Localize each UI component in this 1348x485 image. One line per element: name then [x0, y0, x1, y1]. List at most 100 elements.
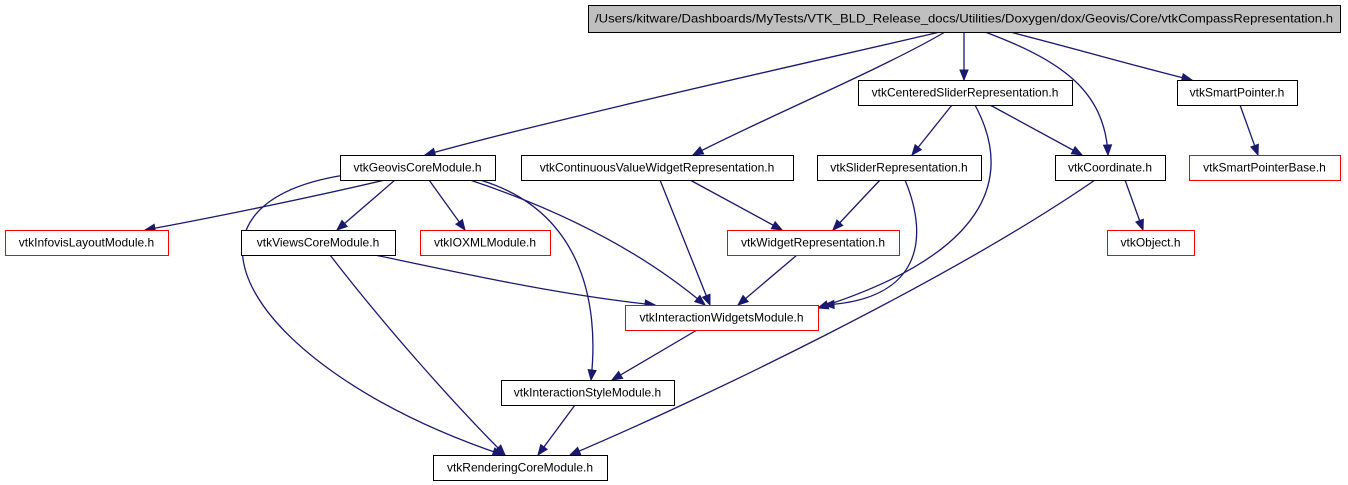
- arrowhead: [335, 219, 349, 231]
- node-label: vtkObject.h: [1120, 236, 1180, 250]
- node-sliderrep[interactable]: vtkSliderRepresentation.h: [817, 155, 982, 181]
- node-centered[interactable]: vtkCenteredSliderRepresentation.h: [858, 80, 1073, 106]
- node-box: [1107, 230, 1195, 256]
- arrowhead: [610, 370, 624, 381]
- edge-coordinate-to-renderingcore: [568, 179, 1096, 456]
- arrowhead: [1249, 143, 1259, 157]
- arrowhead: [911, 143, 923, 157]
- edge-geoviscore-to-interwidgets: [469, 179, 707, 306]
- arrowhead: [568, 446, 582, 456]
- node-label: vtkViewsCoreModule.h: [257, 236, 380, 250]
- node-label: vtkInfovisLayoutModule.h: [19, 236, 154, 250]
- edge-centered-to-interwidgets: [816, 104, 992, 310]
- node-box: [5, 230, 169, 256]
- edge-line: [242, 174, 504, 456]
- edge-interwidgets-to-interstyle: [610, 329, 698, 381]
- edge-viewscore-to-renderingcore: [329, 254, 506, 456]
- edge-line: [144, 179, 386, 231]
- node-interwidgets[interactable]: vtkInteractionWidgetsModule.h: [625, 305, 819, 331]
- node-box: [1055, 155, 1166, 181]
- node-box: [501, 380, 675, 406]
- edge-line: [911, 104, 953, 156]
- edge-line: [984, 31, 1109, 156]
- node-interstyle[interactable]: vtkInteractionStyleModule.h: [501, 380, 675, 406]
- edge-line: [479, 179, 594, 381]
- edge-line: [692, 31, 946, 156]
- node-ioxml[interactable]: vtkIOXMLModule.h: [420, 230, 551, 256]
- node-box: [858, 80, 1073, 106]
- edge-root-to-coordinate: [984, 31, 1113, 157]
- node-root[interactable]: /Users/kitware/Dashboards/MyTests/VTK_BL…: [588, 5, 1341, 33]
- node-widgetrep[interactable]: vtkWidgetRepresentation.h: [727, 230, 900, 256]
- node-label: vtkGeovisCoreModule.h: [353, 161, 481, 175]
- arrowhead: [701, 293, 711, 307]
- node-label: vtkSmartPointer.h: [1190, 86, 1285, 100]
- arrowhead: [959, 69, 969, 82]
- node-geoviscore[interactable]: vtkGeovisCoreModule.h: [340, 155, 496, 181]
- node-coordinate[interactable]: vtkCoordinate.h: [1055, 155, 1166, 181]
- node-label: vtkInteractionWidgetsModule.h: [639, 311, 803, 325]
- node-box: [1189, 155, 1341, 181]
- node-label: vtkCoordinate.h: [1068, 161, 1152, 175]
- edge-line: [737, 254, 798, 306]
- node-label: vtkCenteredSliderRepresentation.h: [872, 86, 1059, 100]
- node-label: vtkWidgetRepresentation.h: [741, 236, 885, 250]
- arrowhead: [1134, 218, 1144, 232]
- node-infovislayout[interactable]: vtkInfovisLayoutModule.h: [5, 230, 169, 256]
- arrowhead: [1102, 144, 1113, 157]
- edge-line: [689, 179, 783, 231]
- arrowhead: [587, 369, 597, 382]
- edge-root-to-smartptr: [1009, 31, 1194, 83]
- edge-sliderrep-to-widgetrep: [832, 179, 881, 231]
- node-box: [588, 5, 1341, 33]
- edge-line: [424, 31, 941, 156]
- node-contvalue[interactable]: vtkContinuousValueWidgetRepresentation.h: [521, 155, 794, 181]
- node-box: [625, 305, 819, 331]
- edge-line: [611, 329, 698, 381]
- node-smartptr[interactable]: vtkSmartPointer.h: [1177, 80, 1298, 106]
- edge-sliderrep-to-interwidgets: [822, 179, 918, 310]
- edge-geoviscore-to-interstyle: [479, 179, 597, 382]
- edge-contvalue-to-widgetrep: [689, 179, 784, 231]
- arrowhead: [736, 294, 750, 306]
- node-label: vtkContinuousValueWidgetRepresentation.h: [540, 161, 775, 175]
- node-label: vtkRenderingCoreModule.h: [447, 461, 593, 475]
- arrowhead: [832, 219, 844, 231]
- edge-geoviscore-to-ioxml: [428, 179, 466, 232]
- node-label: vtkSmartPointerBase.h: [1203, 161, 1326, 175]
- edge-centered-to-coordinate: [989, 104, 1084, 156]
- edge-root-to-contvalue: [691, 31, 946, 156]
- edge-line: [989, 104, 1083, 156]
- edge-line: [329, 254, 506, 456]
- edge-interstyle-to-renderingcore: [537, 404, 576, 457]
- node-box: [817, 155, 982, 181]
- edge-line: [817, 104, 992, 309]
- node-smartptrbase[interactable]: vtkSmartPointerBase.h: [1189, 155, 1341, 181]
- node-box: [727, 230, 900, 256]
- node-box: [521, 155, 794, 181]
- edge-viewscore-to-interwidgets: [374, 254, 657, 309]
- edge-widgetrep-to-interwidgets: [736, 254, 798, 306]
- edge-contvalue-to-interwidgets: [659, 179, 711, 307]
- node-object[interactable]: vtkObject.h: [1107, 230, 1195, 256]
- node-viewscore[interactable]: vtkViewsCoreModule.h: [241, 230, 396, 256]
- edge-geoviscore-to-renderingcore: [242, 174, 505, 457]
- node-label: /Users/kitware/Dashboards/MyTests/VTK_BL…: [595, 12, 1333, 26]
- edge-line: [569, 179, 1096, 456]
- nodes-layer: /Users/kitware/Dashboards/MyTests/VTK_BL…: [5, 5, 1341, 481]
- node-box: [433, 455, 608, 481]
- edge-root-to-centered: [959, 32, 969, 82]
- arrowhead: [770, 220, 784, 231]
- node-label: vtkInteractionStyleModule.h: [514, 386, 661, 400]
- arrowhead: [1070, 145, 1084, 156]
- edge-geoviscore-to-infovislayout: [143, 179, 386, 233]
- edge-line: [469, 179, 706, 306]
- edge-line: [1009, 31, 1193, 81]
- edges-layer: [143, 31, 1259, 457]
- node-renderingcore[interactable]: vtkRenderingCoreModule.h: [433, 455, 608, 481]
- node-box: [340, 155, 496, 181]
- node-box: [420, 230, 551, 256]
- edge-line: [823, 179, 918, 306]
- edge-geoviscore-to-viewscore: [335, 179, 396, 231]
